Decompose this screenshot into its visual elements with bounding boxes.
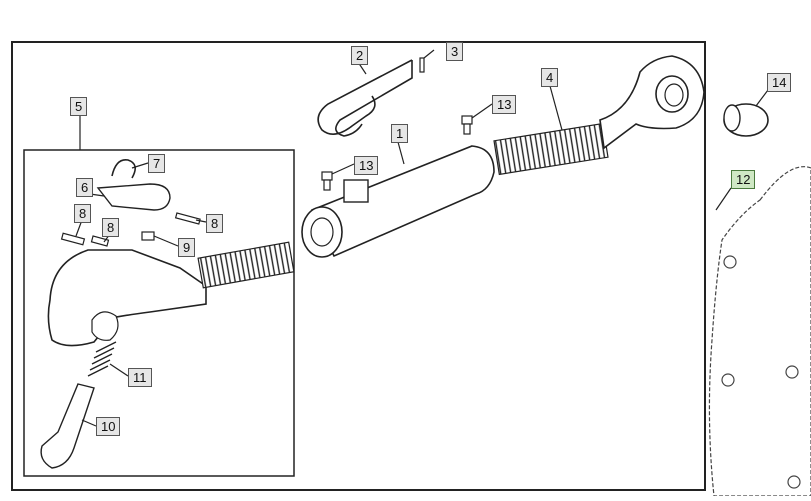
callout-13-a[interactable]: 13 (492, 95, 517, 114)
callout-11[interactable]: 11 (128, 368, 152, 387)
callout-14[interactable]: 14 (767, 73, 792, 92)
part-6-latch (96, 183, 171, 211)
part-5-threads (197, 241, 295, 289)
part-12-housing (708, 166, 811, 497)
callout-1[interactable]: 1 (391, 124, 409, 143)
callout-12-selected[interactable]: 12 (731, 170, 756, 189)
part-5-hook-body (47, 249, 207, 347)
part-2-clip (317, 59, 413, 137)
part-1-tube (310, 145, 495, 258)
part-10-plunger (40, 383, 95, 469)
callout-9[interactable]: 9 (178, 238, 196, 257)
part-11-spring (87, 341, 117, 377)
part-13-fitting-b (321, 171, 333, 191)
part-8-pin-a (60, 232, 86, 246)
callout-13-b[interactable]: 13 (354, 156, 379, 175)
part-7-clip (111, 159, 136, 179)
callout-10[interactable]: 10 (96, 417, 121, 436)
callout-8-b[interactable]: 8 (102, 218, 120, 237)
part-8-pin-b (90, 235, 110, 247)
part-8-pin-c (174, 212, 201, 225)
callout-6[interactable]: 6 (76, 178, 94, 197)
part-4-threads (493, 122, 609, 176)
callout-3[interactable]: 3 (446, 42, 464, 61)
part-3-pin (419, 57, 425, 73)
part-9-bushing (141, 231, 155, 241)
outer-frame (11, 41, 706, 491)
callout-8-a[interactable]: 8 (74, 204, 92, 223)
callout-5[interactable]: 5 (70, 97, 88, 116)
part-1-lug (343, 179, 369, 203)
callout-8-c[interactable]: 8 (206, 214, 224, 233)
part-14-bushing (723, 103, 769, 137)
part-13-fitting-a (461, 115, 473, 135)
inner-frame-part-5 (23, 149, 295, 477)
callout-4[interactable]: 4 (541, 68, 559, 87)
part-4-eye-body (599, 55, 705, 150)
callout-2[interactable]: 2 (351, 46, 369, 65)
callout-7[interactable]: 7 (148, 154, 166, 173)
